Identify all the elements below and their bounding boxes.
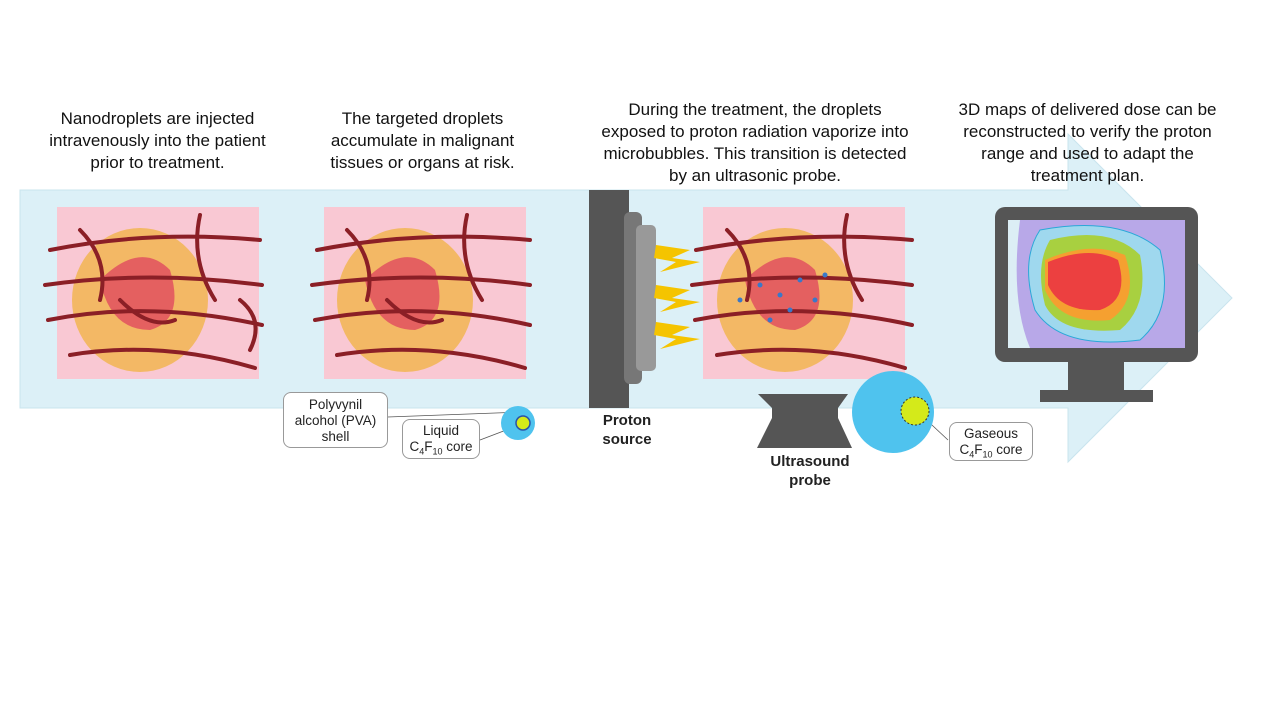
ultrasound-probe-icon <box>757 394 852 448</box>
pva-shell-label: Polyvynil alcohol (PVA) shell <box>283 392 388 448</box>
gaseous-core-label: Gaseous C4F10 core <box>949 422 1033 461</box>
liquid-core-label-line1: Liquid <box>422 423 460 438</box>
gaseous-core-label-line1: Gaseous <box>963 426 1019 441</box>
nanodroplet-icon <box>501 406 535 440</box>
step-1-caption: Nanodroplets are injected intravenously … <box>49 109 266 172</box>
tissue-panel-1 <box>43 207 264 379</box>
proton-source-icon <box>589 190 656 408</box>
liquid-core-label: Liquid C4F10 core <box>402 419 480 459</box>
step-4-caption: 3D maps of delivered dose can be reconst… <box>958 100 1217 185</box>
ultrasound-probe-label: Ultrasound probe <box>770 453 850 489</box>
dose-map-monitor-icon <box>995 207 1198 402</box>
liquid-core-formula: C4F10 core <box>409 439 473 457</box>
microbubble-icon <box>852 371 934 453</box>
tissue-panel-2 <box>310 207 532 379</box>
step-3-caption: During the treatment, the droplets expos… <box>601 100 909 185</box>
step-2-caption: The targeted droplets accumulate in mali… <box>330 109 515 172</box>
gaseous-core-formula: C4F10 core <box>959 442 1023 460</box>
proton-source-label: Proton source <box>602 412 652 448</box>
lightning-bolt-icons <box>654 245 700 349</box>
tissue-panel-3 <box>690 207 914 379</box>
